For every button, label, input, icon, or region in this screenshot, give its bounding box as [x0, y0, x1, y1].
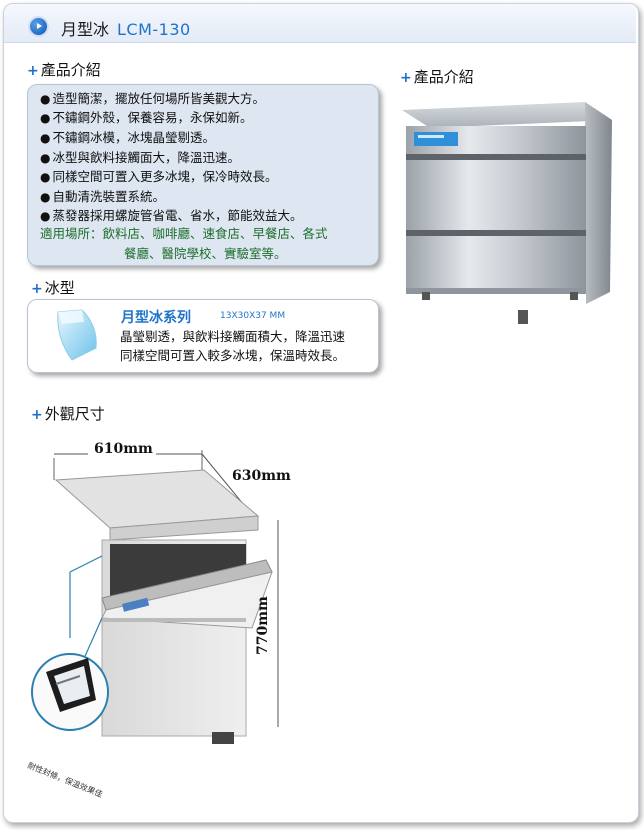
plus-icon: + — [31, 407, 43, 423]
dimension-heading: +外觀尺寸 — [31, 403, 105, 424]
feature-item: ●冰型與飲料接觸面大，降溫迅速。 — [40, 150, 240, 165]
ice-type-box: 月型冰系列 13X30X37 MM 晶瑩剔透，與飲料接觸面積大，降溫迅速 同樣空… — [27, 299, 379, 373]
intro-heading-right: +產品介紹 — [400, 66, 474, 87]
feature-item: ●同樣空間可置入更多冰塊，保冷時效長。 — [40, 169, 278, 184]
intro-heading-label: 產品介紹 — [40, 61, 101, 79]
height-label: 770mm — [255, 596, 271, 655]
feature-item: ●不鏽鋼冰模，冰塊晶瑩剔透。 — [40, 130, 215, 145]
dimension-drawing — [31, 450, 279, 744]
feature-item: ●不鏽鋼外殼，保養容易，永保如新。 — [40, 110, 253, 125]
model-number: LCM-130 — [117, 20, 191, 39]
intro-heading: +產品介紹 — [27, 59, 101, 80]
ice-cube-icon — [57, 309, 97, 361]
features-box: ●造型簡潔，擺放任何場所皆美觀大方。 ●不鏽鋼外殼，保養容易，永保如新。 ●不鏽… — [27, 84, 379, 266]
header-bar: 月型冰 LCM-130 — [4, 4, 636, 43]
plus-icon: + — [400, 70, 412, 86]
ice-description: 晶瑩剔透，與飲料接觸面積大，降溫迅速 同樣空間可置入較多冰塊，保溫時效長。 — [120, 327, 345, 365]
product-photo — [402, 102, 612, 324]
depth-label: 630mm — [232, 468, 291, 484]
ice-heading: +冰型 — [31, 277, 75, 298]
intro-heading-right-label: 產品介紹 — [413, 68, 474, 86]
ice-desc-line-1: 晶瑩剔透，與飲料接觸面積大，降溫迅速 — [120, 329, 346, 344]
plus-icon: + — [27, 63, 39, 79]
usage-line-1: 適用場所：飲料店、咖啡廳、速食店、早餐店、各式 — [40, 226, 328, 241]
page-title: 月型冰 LCM-130 — [61, 16, 191, 40]
usage-text: 適用場所：飲料店、咖啡廳、速食店、早餐店、各式 餐廳、醫院學校、實驗室等。 — [40, 224, 370, 264]
feature-item: ●蒸發器採用螺旋管省電、省水，節能效益大。 — [40, 208, 303, 223]
feature-item: ●自動清洗裝置系統。 — [40, 189, 165, 204]
feature-item: ●造型簡潔，擺放任何場所皆美觀大方。 — [40, 91, 265, 106]
ice-series-name: 月型冰系列 — [121, 310, 191, 326]
plus-icon: + — [31, 281, 43, 297]
ice-size: 13X30X37 MM — [220, 311, 286, 321]
play-icon[interactable] — [30, 18, 47, 35]
ice-desc-line-2: 同樣空間可置入較多冰塊，保溫時效長。 — [120, 348, 346, 363]
usage-line-2: 餐廳、醫院學校、實驗室等。 — [124, 246, 287, 261]
dimension-heading-label: 外觀尺寸 — [44, 405, 105, 423]
product-title: 月型冰 — [61, 20, 110, 39]
width-label: 610mm — [94, 441, 153, 457]
ice-heading-label: 冰型 — [44, 279, 75, 297]
